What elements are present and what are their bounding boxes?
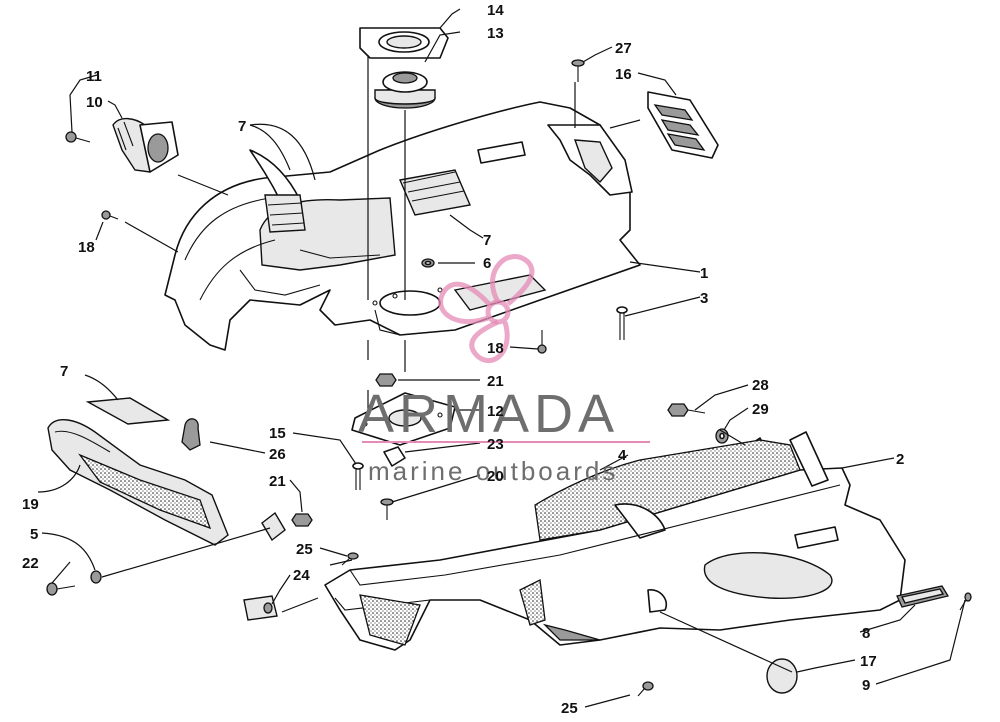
callout-9: 9	[862, 677, 870, 694]
callout-24: 24	[293, 567, 310, 584]
screw-22	[46, 582, 76, 596]
reflector-8	[896, 585, 950, 608]
screw-25-top	[341, 552, 359, 566]
callout-25-top: 25	[296, 541, 313, 558]
mount-plate-12	[351, 392, 456, 446]
callout-8: 8	[862, 625, 870, 642]
rubber-grommet	[374, 71, 436, 109]
air-duct	[112, 117, 179, 173]
watermark-tagline: marine outboards	[368, 456, 618, 486]
callout-labels: 1 2 3 4 5 6 7 7 7 8 9 10 11 12 13 14 15 …	[22, 2, 904, 717]
screw-11	[65, 131, 91, 143]
watermark-brand: ARMADA	[358, 384, 619, 444]
nut-21-bottom	[291, 513, 313, 527]
callout-18-left: 18	[78, 239, 95, 256]
callout-19: 19	[22, 496, 39, 513]
screw-25-bottom	[637, 681, 654, 697]
vent-grille	[647, 91, 719, 159]
callout-7-top: 7	[238, 118, 246, 135]
side-panel-19	[47, 419, 229, 546]
callout-7-left: 7	[60, 363, 68, 380]
callout-15: 15	[269, 425, 286, 442]
propeller-logo	[438, 254, 535, 364]
callout-7-center: 7	[483, 232, 491, 249]
callout-12: 12	[487, 403, 504, 420]
plug-17	[766, 658, 798, 694]
callout-5: 5	[30, 526, 38, 543]
nut-21-top	[375, 373, 397, 387]
callout-1: 1	[700, 265, 708, 282]
callout-26: 26	[269, 446, 286, 463]
callout-28: 28	[752, 377, 769, 394]
callout-14: 14	[487, 2, 504, 19]
callout-13: 13	[487, 25, 504, 42]
callout-3: 3	[700, 290, 708, 307]
callout-29: 29	[752, 401, 769, 418]
leader-lines	[37, 8, 966, 708]
bracket-5	[261, 511, 286, 542]
callout-21-bottom: 21	[269, 473, 286, 490]
screw-18-left	[101, 210, 119, 220]
callout-20: 20	[487, 468, 504, 485]
screw-9	[959, 592, 972, 611]
lower-belly-pan	[324, 431, 906, 651]
callout-16: 16	[615, 66, 632, 83]
callout-18-center: 18	[487, 340, 504, 357]
screw-18-center	[537, 330, 547, 354]
upper-belly-pan	[164, 101, 641, 351]
callout-10: 10	[86, 94, 103, 111]
watermark: ARMADA marine outboards	[358, 254, 650, 486]
washer-5	[90, 570, 102, 584]
callout-22: 22	[22, 555, 39, 572]
callout-21-top: 21	[487, 373, 504, 390]
gasket-plate	[359, 27, 449, 59]
callout-4: 4	[618, 447, 627, 464]
callout-2: 2	[896, 451, 904, 468]
callout-6: 6	[483, 255, 491, 272]
screw-27	[571, 59, 585, 82]
clip-23	[383, 446, 406, 467]
nut-6	[421, 258, 435, 268]
clip-24	[243, 595, 278, 621]
screw-28	[667, 403, 706, 417]
callout-11: 11	[86, 68, 102, 85]
rivet-15	[352, 462, 364, 490]
callout-25-bottom: 25	[561, 700, 578, 717]
decal-7-left	[85, 397, 171, 425]
clamp-26	[181, 418, 201, 451]
screw-20	[380, 498, 394, 520]
rivet-3	[616, 306, 628, 340]
callout-27: 27	[615, 40, 632, 57]
callout-17: 17	[860, 653, 877, 670]
callout-23: 23	[487, 436, 504, 453]
